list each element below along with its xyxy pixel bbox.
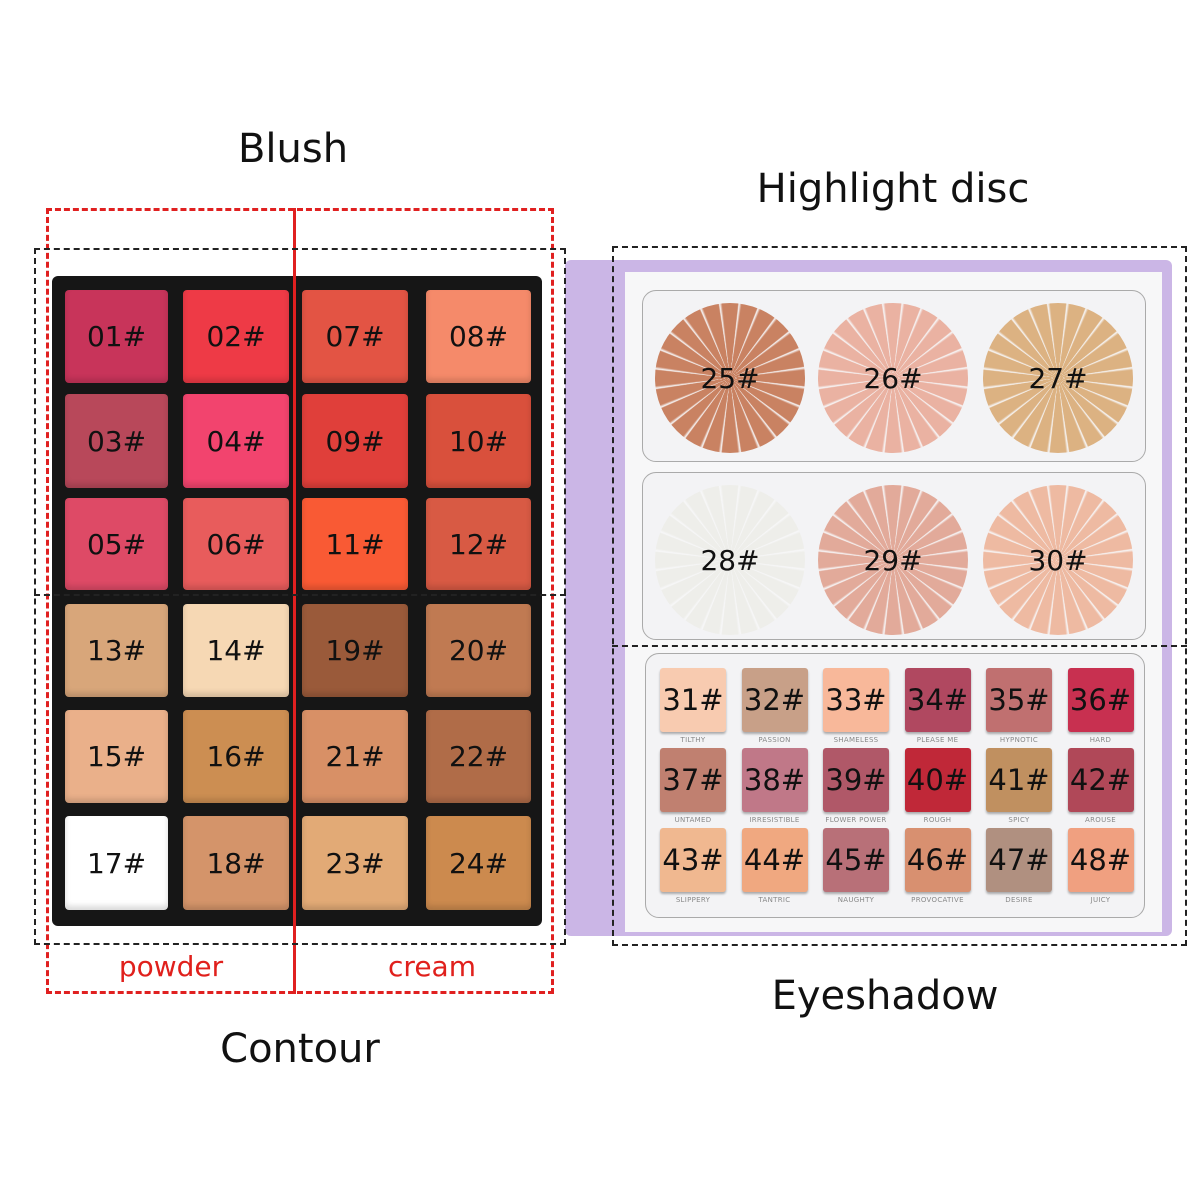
face-shade: 03# <box>65 394 168 488</box>
eyeshadow-pan: 35# <box>986 668 1052 732</box>
face-shade: 19# <box>302 604 408 697</box>
face-palette-frame <box>34 248 566 945</box>
eyeshadow-name: NAUGHTY <box>837 896 875 904</box>
eyeshadow-name: ROUGH <box>923 816 952 824</box>
eyeshadow-pan: 38# <box>741 748 808 812</box>
eyeshadow-pan: 43# <box>660 828 726 892</box>
highlight-title: Highlight disc <box>756 166 1030 212</box>
eyeshadow-pan: 31# <box>660 668 726 732</box>
right-palette-frame <box>612 246 1187 946</box>
highlight-disc: 25# <box>655 303 805 453</box>
eyeshadow-name: PASSION <box>758 736 791 744</box>
eyeshadow-name: SPICY <box>1008 816 1030 824</box>
face-shade: 13# <box>65 604 168 697</box>
face-shade: 18# <box>183 816 289 910</box>
face-shade: 15# <box>65 710 168 803</box>
cream-label: cream <box>388 950 476 983</box>
highlight-disc: 30# <box>983 485 1133 635</box>
face-shade: 22# <box>426 710 531 803</box>
eyeshadow-pan: 39# <box>823 748 889 812</box>
highlight-disc: 26# <box>818 303 968 453</box>
blush-title: Blush <box>237 126 349 172</box>
eyeshadow-name: DESIRE <box>1005 896 1033 904</box>
face-shade: 10# <box>426 394 531 488</box>
face-shade: 21# <box>302 710 408 803</box>
eyeshadow-pan: 36# <box>1067 668 1134 732</box>
face-shade: 23# <box>302 816 408 910</box>
highlight-eyeshadow-divider <box>612 645 1187 647</box>
face-shade: 14# <box>183 604 289 697</box>
eyeshadow-name: FLOWER POWER <box>825 816 887 824</box>
face-shade: 09# <box>302 394 408 488</box>
blush-contour-divider <box>34 594 566 596</box>
face-shade: 08# <box>426 290 531 383</box>
eyeshadow-name: IRRESISTIBLE <box>749 816 800 824</box>
eyeshadow-pan: 34# <box>904 668 971 732</box>
face-shade: 12# <box>426 498 531 590</box>
face-shade: 20# <box>426 604 531 697</box>
eyeshadow-panel <box>645 653 1145 918</box>
eyeshadow-name: PLEASE ME <box>916 736 959 744</box>
face-shade: 05# <box>65 498 168 590</box>
face-shade: 01# <box>65 290 168 383</box>
face-shade: 16# <box>183 710 289 803</box>
powder-label: powder <box>118 950 224 983</box>
eyeshadow-name: AROUSE <box>1085 816 1116 824</box>
face-shade: 02# <box>183 290 289 383</box>
eyeshadow-pan: 45# <box>823 828 889 892</box>
eyeshadow-pan: 40# <box>904 748 971 812</box>
eyeshadow-pan: 42# <box>1067 748 1134 812</box>
eyeshadow-name: UNTAMED <box>674 816 712 824</box>
eyeshadow-pan: 32# <box>741 668 808 732</box>
eyeshadow-name: HYPNOTIC <box>999 736 1039 744</box>
face-shade: 04# <box>183 394 289 488</box>
face-shade: 24# <box>426 816 531 910</box>
powder-cream-divider <box>293 208 296 994</box>
eyeshadow-name: HARD <box>1089 736 1112 744</box>
eyeshadow-title: Eyeshadow <box>771 973 999 1019</box>
eyeshadow-name: TANTRIC <box>758 896 791 904</box>
face-shade: 07# <box>302 290 408 383</box>
blush-contour-frame <box>46 208 554 994</box>
eyeshadow-pan: 44# <box>741 828 808 892</box>
face-shade: 11# <box>302 498 408 590</box>
highlight-disc: 28# <box>655 485 805 635</box>
eyeshadow-pan: 48# <box>1067 828 1134 892</box>
face-shade: 06# <box>183 498 289 590</box>
eyeshadow-name: TILTHY <box>680 736 706 744</box>
eyeshadow-name: SLIPPERY <box>675 896 711 904</box>
eyeshadow-pan: 41# <box>986 748 1052 812</box>
eyeshadow-name: SHAMELESS <box>833 736 879 744</box>
face-shade: 17# <box>65 816 168 910</box>
highlight-disc: 29# <box>818 485 968 635</box>
eyeshadow-pan: 37# <box>660 748 726 812</box>
contour-title: Contour <box>220 1026 380 1072</box>
eyeshadow-pan: 47# <box>986 828 1052 892</box>
eyeshadow-name: JUICY <box>1090 896 1111 904</box>
highlight-disc: 27# <box>983 303 1133 453</box>
eyeshadow-name: PROVOCATIVE <box>911 896 964 904</box>
eyeshadow-pan: 33# <box>823 668 889 732</box>
eyeshadow-pan: 46# <box>904 828 971 892</box>
